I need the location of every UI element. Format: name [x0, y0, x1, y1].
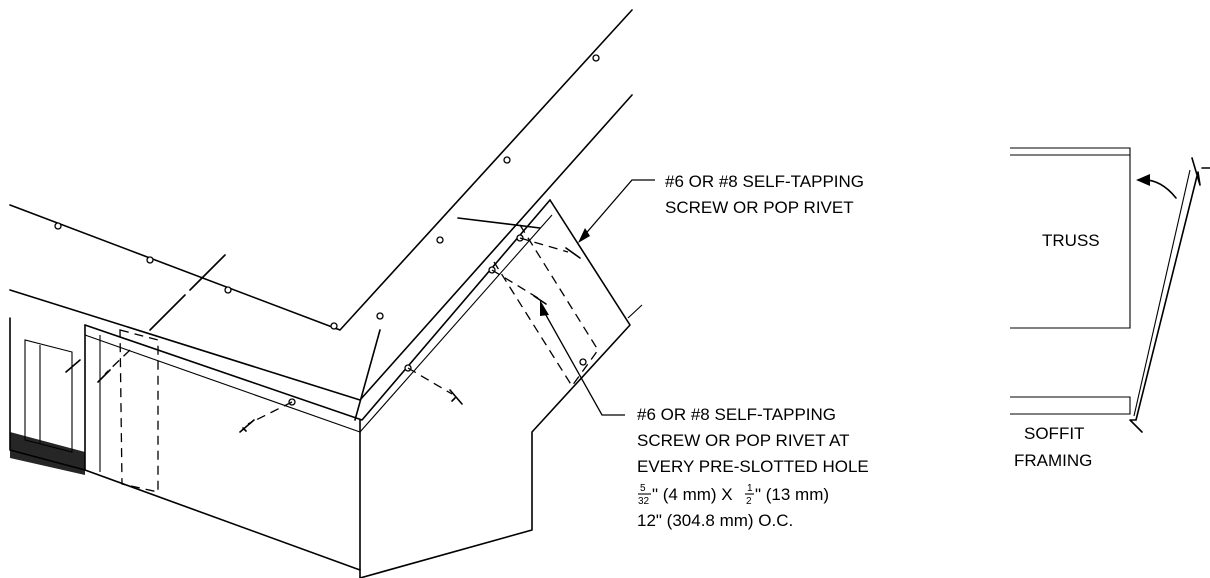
ground-hatch	[10, 432, 85, 475]
screws	[65, 237, 581, 433]
top-callout-leader	[581, 179, 655, 239]
panel-seam-a	[149, 294, 186, 331]
dim-rest2: " (13 mm)	[755, 485, 829, 504]
truss-outline	[1010, 147, 1131, 329]
fascia-profile-inner	[1133, 169, 1191, 417]
soffit-framing-outline	[1010, 396, 1131, 415]
fascia-lip-line	[84, 214, 553, 433]
truss-label: TRUSS	[1042, 231, 1100, 250]
panel-seam-c	[457, 217, 541, 229]
eave-lower-edge	[9, 94, 633, 401]
rivet-hole-icon	[146, 256, 154, 264]
arrowhead-icon	[1136, 174, 1150, 186]
rivet-hole-icon	[376, 312, 384, 320]
bottom-callout-line2: SCREW OR POP RIVET AT	[637, 431, 850, 450]
bottom-callout-leader	[541, 307, 625, 416]
screw-path	[104, 349, 131, 375]
screw-icon	[565, 247, 581, 259]
section-detail	[1010, 147, 1210, 433]
dim-frac2-den: 2	[746, 496, 752, 507]
screw-path	[407, 367, 453, 395]
bottom-callout-line1: #6 OR #8 SELF-TAPPING	[637, 405, 836, 424]
fastener-dimension: 5 32 " (4 mm) X 1 2 " (13 mm)	[638, 483, 829, 507]
soffit-label-line1: SOFFIT	[1024, 424, 1084, 443]
top-callout-line2: SCREW OR POP RIVET	[665, 198, 854, 217]
bottom-callout-line3: EVERY PRE-SLOTTED HOLE	[637, 457, 869, 476]
fascia-profile	[1129, 157, 1201, 433]
dim-frac1-num: 5	[640, 483, 646, 494]
fascia-top-line	[84, 199, 551, 421]
isometric-soffit-assembly	[9, 9, 655, 578]
screw-icon	[97, 369, 111, 383]
screw-icon	[239, 419, 255, 433]
top-callout-line1: #6 OR #8 SELF-TAPPING	[665, 172, 864, 191]
rivet-hole-icon	[436, 236, 444, 244]
screw-icon	[449, 389, 463, 405]
dim-rest1: " (4 mm) X	[652, 485, 733, 504]
rivet-hole-icon	[503, 156, 511, 164]
hidden-panel-right	[493, 224, 599, 388]
screw-path	[247, 401, 293, 425]
rivet-hole-icon	[592, 54, 600, 62]
left-trim	[84, 324, 361, 571]
screw-path	[491, 269, 539, 299]
rivet-hole-icon	[330, 322, 338, 330]
window-frame	[24, 339, 73, 453]
screw-path	[519, 237, 569, 253]
arrowhead-icon	[540, 300, 549, 316]
dim-frac1-den: 32	[638, 496, 650, 507]
rivet-holes	[54, 54, 600, 406]
dim-frac2-num: 1	[747, 483, 753, 494]
return-panel-edge	[359, 199, 631, 578]
eave-top-edge	[9, 9, 633, 331]
panel-seam-b	[189, 254, 226, 291]
arrowhead-icon	[578, 228, 590, 243]
rivet-hole-icon	[224, 286, 232, 294]
soffit-label-line2: FRAMING	[1014, 451, 1092, 470]
spacing-text: 12" (304.8 mm) O.C.	[637, 511, 793, 530]
return-panel-lip	[627, 304, 643, 319]
rivet-hole-icon	[579, 358, 587, 366]
panel-seam-d	[354, 329, 381, 421]
screw-icon	[65, 359, 81, 373]
rivet-hole-icon	[54, 222, 62, 230]
